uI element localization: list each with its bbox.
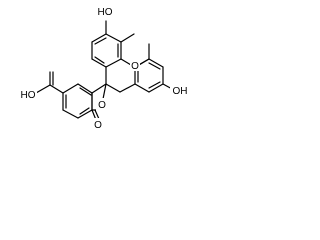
- atom-label-o-lactone: O: [98, 100, 106, 111]
- atom-label-oh-right: OH: [173, 86, 188, 97]
- atom-label-ho-top: HO: [98, 7, 113, 18]
- chemical-structure: HO O OH HO O O: [19, 4, 190, 131]
- atom-label-o-carbonyl: O: [94, 120, 102, 131]
- atom-label-cooh: HO: [21, 90, 36, 101]
- bond-lines: [35, 20, 175, 121]
- atom-label-o-xanthene: O: [131, 61, 139, 72]
